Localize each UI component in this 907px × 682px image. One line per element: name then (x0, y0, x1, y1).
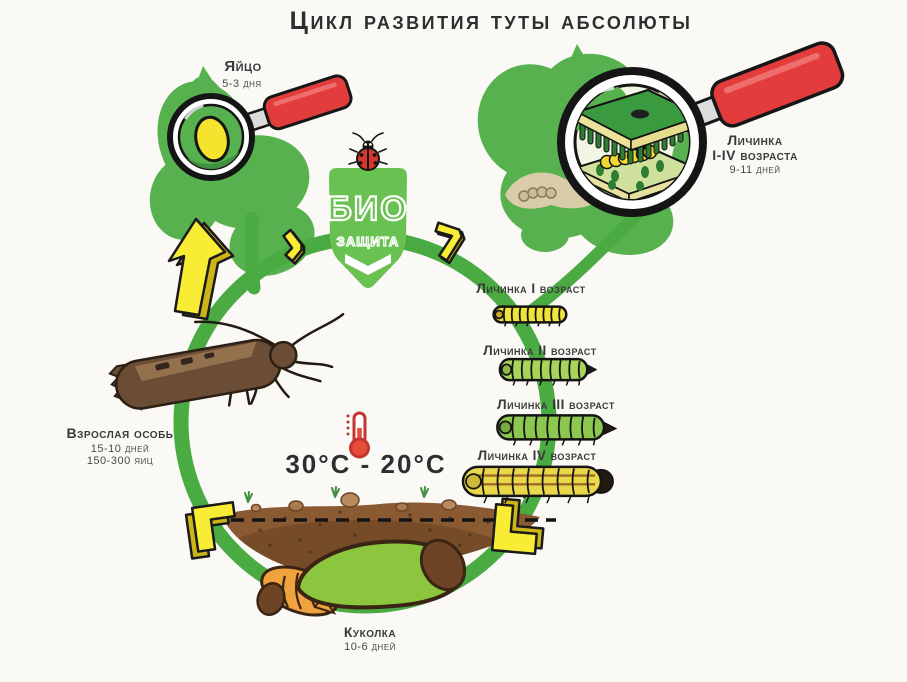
egg-label: Яйцо (224, 58, 262, 75)
ladybug-icon (348, 132, 388, 171)
adult-fecundity: 150-300 яиц (86, 455, 154, 467)
pupa-cocoon-icon (256, 538, 467, 617)
adult-duration: 15-10 дней (90, 443, 150, 455)
pupa-duration: 10-6 дней (344, 641, 396, 653)
pupa-label: Куколка (343, 624, 397, 640)
larvae-group-label: Личинка (727, 132, 783, 148)
logo-bottom-text: защита (337, 230, 400, 250)
thermometer-icon (346, 411, 370, 459)
cycle-corner-right-icon (490, 497, 545, 556)
cycle-chevron-right-icon (434, 221, 466, 265)
instar1-label: Личинка I возраст (476, 281, 586, 296)
caterpillar-instar3-icon (497, 415, 615, 445)
mine-larva-icon (518, 186, 557, 202)
egg-icon (194, 115, 230, 163)
caterpillar-instar4-icon (463, 467, 613, 503)
larvae-group-duration: 9-11 дней (729, 164, 781, 176)
larvae-group-instars: I-IV возраста (712, 147, 798, 163)
cycle-corner-left-icon (184, 501, 236, 560)
temperature-range: 30°C - 20°C (285, 449, 447, 479)
magnifier-handle (685, 41, 845, 130)
pupa-head (419, 538, 467, 592)
magnifier-leaf-section-icon (557, 41, 845, 217)
magnifier-egg-icon (167, 74, 353, 181)
page-title: Цикл развития туты абсолюты (289, 7, 693, 35)
cycle-chevron-left-icon (282, 228, 306, 265)
instar3-label: Личинка III возраст (497, 397, 615, 412)
moth-icon (108, 312, 345, 411)
instar2-label: Личинка II возраст (483, 343, 597, 358)
yellow-arrow-icon (167, 217, 545, 560)
bio-shield-logo: БИО защита (326, 168, 408, 288)
logo-chevron (345, 254, 391, 275)
caterpillar-instar1-icon (494, 307, 567, 327)
rocks-icon (250, 492, 457, 513)
instar4-label: Личинка IV возраст (477, 448, 597, 463)
caterpillar-instar2-icon (500, 359, 596, 385)
adult-label: Взрослая особь (66, 425, 174, 441)
egg-duration: 5-3 дня (222, 78, 262, 90)
logo-top-text: БИО (327, 190, 408, 228)
